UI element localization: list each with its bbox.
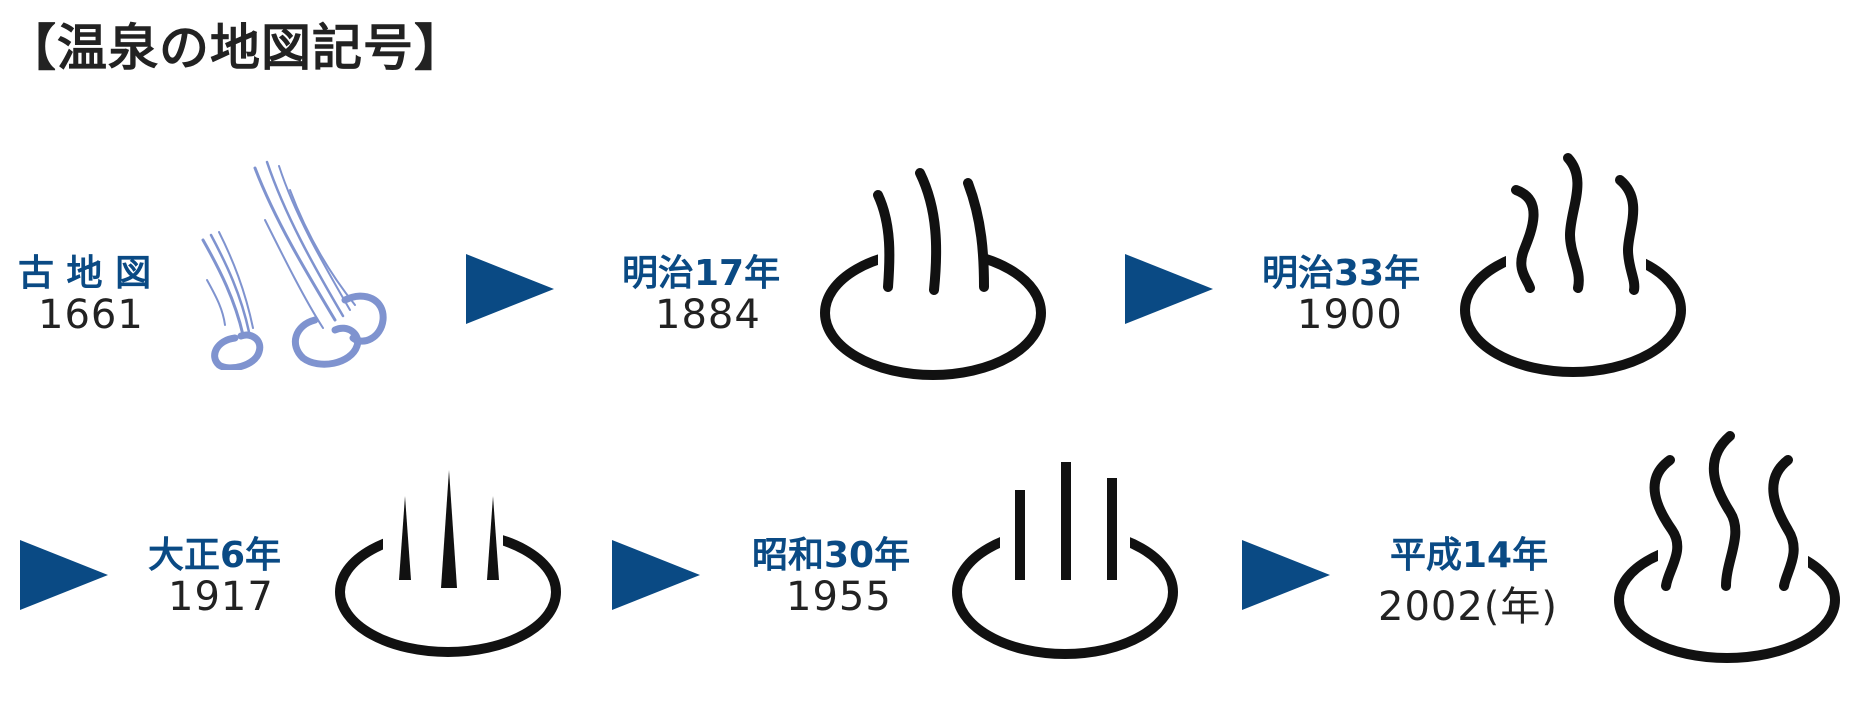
year-label-1661: 1661 (38, 292, 144, 338)
era-label-old-map: 古 地 図 (18, 253, 152, 294)
year-label-1917: 1917 (168, 574, 274, 620)
arrow-icon (612, 540, 700, 610)
era-label-meiji-33: 明治33年 (1262, 253, 1421, 294)
era-label-taisho-6: 大正6年 (148, 535, 282, 576)
year-label-2002: 2002(年) (1378, 584, 1559, 630)
year-label-1884: 1884 (655, 292, 761, 338)
arrow-icon (1125, 254, 1213, 324)
era-label-showa-30: 昭和30年 (752, 535, 911, 576)
hot-spring-1884-icon (820, 168, 1046, 380)
arrow-icon (1242, 540, 1330, 610)
hot-spring-2002-icon (1614, 431, 1840, 663)
hot-spring-1955-icon (952, 462, 1178, 659)
year-label-1955: 1955 (786, 574, 892, 620)
era-label-meiji-17: 明治17年 (622, 253, 781, 294)
hot-spring-1917-icon (335, 470, 561, 657)
page-title: 【温泉の地図記号】 (6, 19, 465, 77)
arrow-icon (20, 540, 108, 610)
old-map-steam-icon (201, 160, 387, 370)
hot-spring-1900-icon (1460, 153, 1686, 377)
arrow-icon (466, 254, 554, 324)
year-label-1900: 1900 (1297, 292, 1403, 338)
era-label-heisei-14: 平成14年 (1390, 535, 1549, 576)
